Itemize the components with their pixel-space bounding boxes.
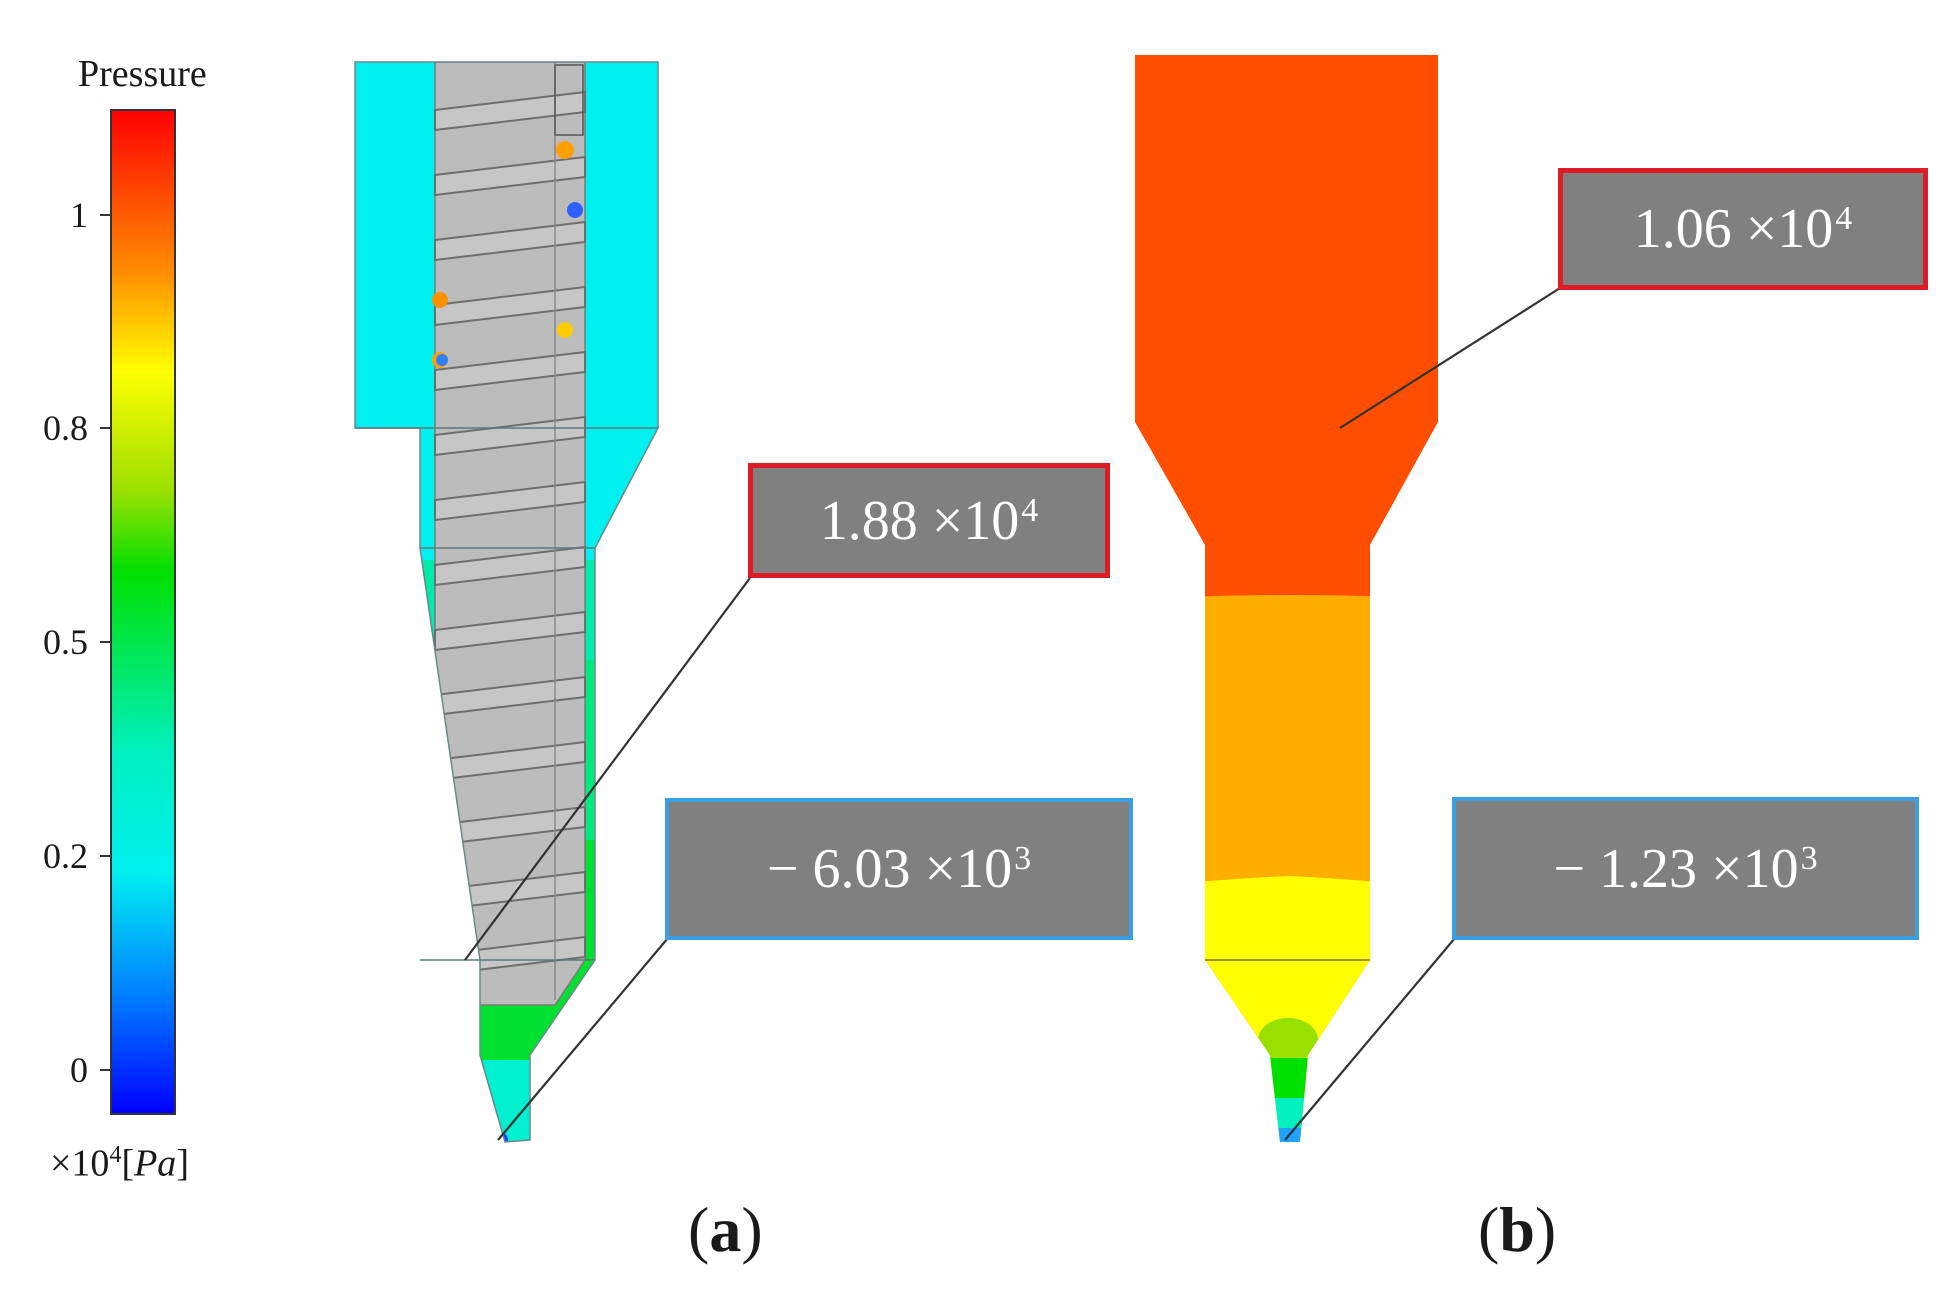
panel-b-contour	[1135, 55, 1438, 1142]
panel-b-label: (b)	[1478, 1194, 1557, 1265]
color-bar	[110, 109, 176, 1115]
screw	[434, 62, 586, 1006]
legend-title: Pressure	[78, 53, 207, 95]
panel-a-label: (a)	[688, 1194, 763, 1265]
legend-tick-label: 1	[70, 195, 88, 235]
legend-units: ×104[Pa]	[50, 1142, 189, 1185]
leader-lines	[464, 287, 1561, 1141]
legend-tick-label: 0.5	[43, 622, 88, 662]
legend-tick-label: 0.8	[43, 408, 88, 448]
legend-tick-label: 0.2	[43, 836, 88, 876]
legend-tick-label: 0	[70, 1050, 88, 1090]
color-legend	[100, 109, 176, 1115]
